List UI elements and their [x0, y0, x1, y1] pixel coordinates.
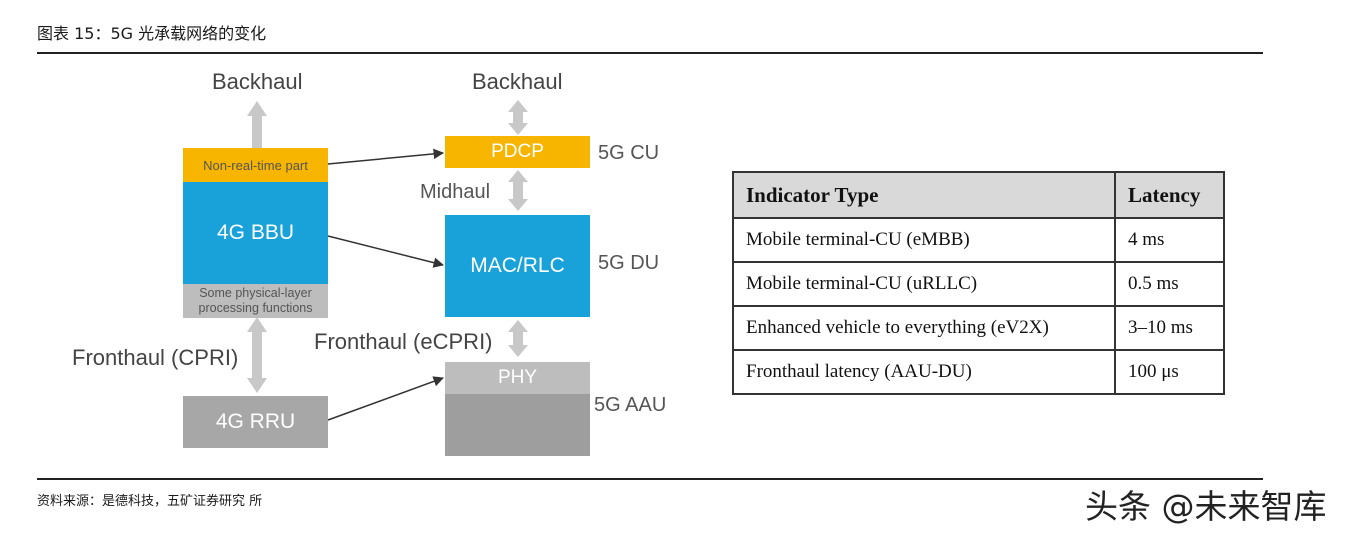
table-row: Mobile terminal-CU (uRLLC) 0.5 ms	[732, 261, 1225, 307]
latency-table: Indicator Type Latency Mobile terminal-C…	[732, 171, 1225, 395]
arrow-nonrealtime-to-pdcp	[327, 148, 445, 165]
table-cell-latency: 100 μs	[1114, 349, 1225, 395]
non-realtime-part-box: Non-real-time part	[183, 148, 328, 182]
left-fronthaul-arrow	[247, 317, 267, 393]
right-fronthaul-label: Fronthaul (eCPRI)	[314, 329, 493, 354]
aau-5g-box	[445, 394, 590, 456]
aau-5g-label: 5G AAU	[594, 394, 667, 416]
table-cell-indicator: Mobile terminal-CU (eMBB)	[732, 217, 1116, 263]
midhaul-label: Midhaul	[420, 181, 491, 203]
mac-rlc-box: MAC/RLC	[445, 215, 590, 317]
right-fronthaul-arrow	[508, 320, 528, 357]
midhaul-arrow	[508, 170, 528, 211]
table-cell-indicator: Enhanced vehicle to everything (eV2X)	[732, 305, 1116, 351]
left-backhaul-label: Backhaul	[212, 69, 303, 94]
table-row: Fronthaul latency (AAU-DU) 100 μs	[732, 349, 1225, 395]
physical-layer-box: Some physical-layer processing functions	[183, 284, 328, 318]
bottom-rule	[37, 478, 1263, 480]
right-backhaul-label: Backhaul	[472, 69, 563, 94]
table-cell-latency: 3–10 ms	[1114, 305, 1225, 351]
source-note: 资料来源：是德科技，五矿证券研究 所	[37, 494, 263, 509]
pdcp-box: PDCP	[445, 136, 590, 168]
top-rule	[37, 52, 1263, 54]
table-cell-latency: 4 ms	[1114, 217, 1225, 263]
cu-5g-label: 5G CU	[598, 142, 660, 164]
table-cell-indicator: Fronthaul latency (AAU-DU)	[732, 349, 1116, 395]
header-latency: Latency	[1114, 171, 1225, 219]
table-cell-latency: 0.5 ms	[1114, 261, 1225, 307]
left-fronthaul-label: Fronthaul (CPRI)	[72, 345, 239, 370]
rru-4g-box: 4G RRU	[183, 396, 328, 448]
bbu-4g-box: 4G BBU	[183, 182, 328, 284]
watermark: 头条 @未来智库	[1085, 487, 1327, 526]
table-row: Mobile terminal-CU (eMBB) 4 ms	[732, 217, 1225, 263]
du-5g-label: 5G DU	[598, 252, 660, 274]
left-backhaul-arrow	[247, 101, 267, 148]
figure-title: 图表 15：5G 光承载网络的变化	[37, 24, 267, 43]
table-cell-indicator: Mobile terminal-CU (uRLLC)	[732, 261, 1116, 307]
phy-box: PHY	[445, 362, 590, 394]
right-backhaul-arrow	[508, 100, 528, 135]
table-row: Enhanced vehicle to everything (eV2X) 3–…	[732, 305, 1225, 351]
header-indicator-type: Indicator Type	[732, 171, 1116, 219]
table-header-row: Indicator Type Latency	[732, 171, 1225, 219]
arrow-rru-to-phy	[327, 376, 444, 421]
arrow-bbu-to-mac	[327, 235, 445, 268]
